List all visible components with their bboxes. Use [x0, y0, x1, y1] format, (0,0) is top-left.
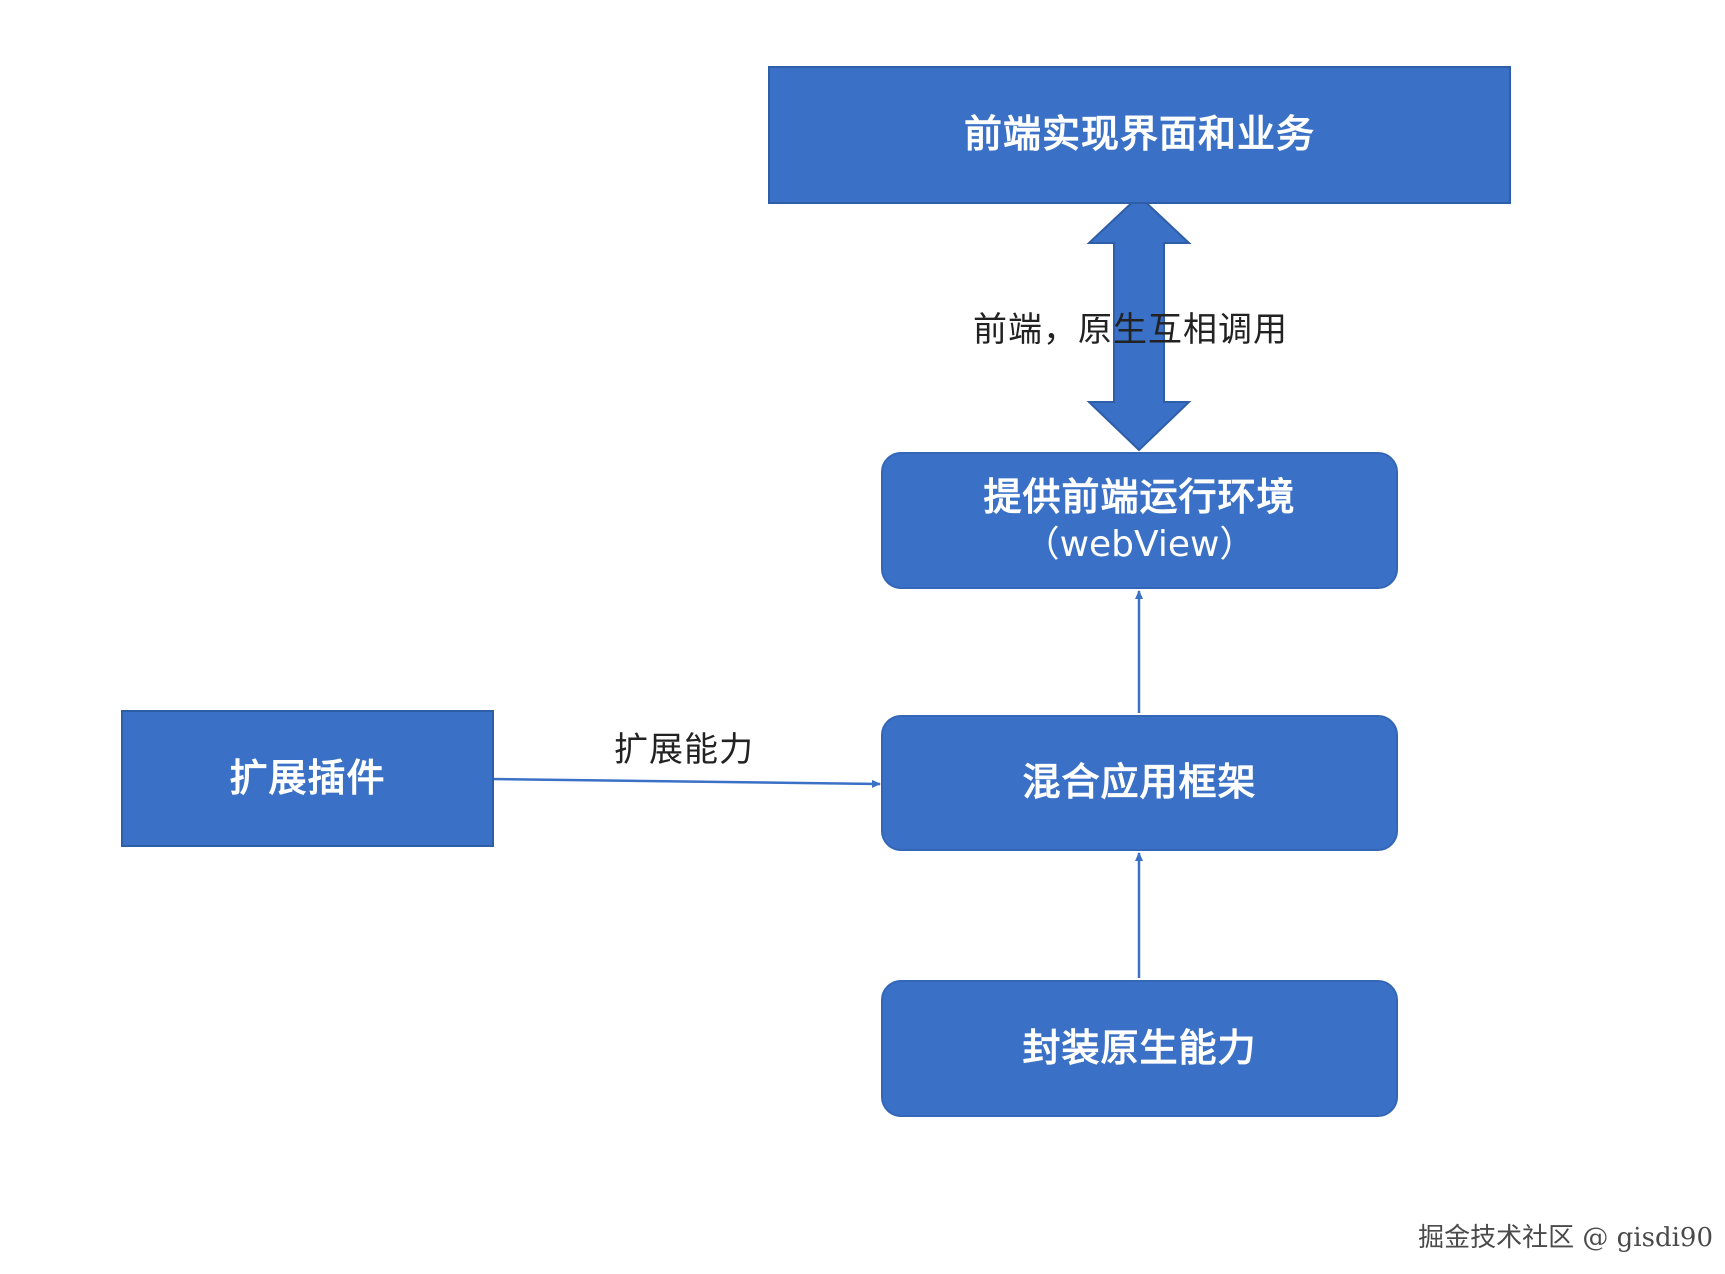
node-webview-env-label: 提供前端运行环境 — [983, 475, 1296, 520]
node-extension-plugin: 扩展插件 — [121, 710, 494, 847]
watermark: 掘金技术社区 @ gisdi90 — [1418, 1223, 1713, 1253]
node-hybrid-framework: 混合应用框架 — [881, 715, 1398, 851]
node-webview-env-sublabel: （webView） — [1023, 523, 1256, 565]
node-extension-plugin-label: 扩展插件 — [229, 755, 386, 800]
node-hybrid-framework-label: 混合应用框架 — [1022, 760, 1257, 805]
edge-label-extend-capability: 扩展能力 — [614, 730, 754, 770]
node-native-wrapper-label: 封装原生能力 — [1022, 1025, 1257, 1070]
node-webview-env: 提供前端运行环境 （webView） — [881, 452, 1398, 589]
edge-label-bidirectional-call: 前端，原生互相调用 — [973, 310, 1288, 350]
node-native-wrapper: 封装原生能力 — [881, 980, 1398, 1117]
node-frontend-ui: 前端实现界面和业务 — [768, 66, 1511, 204]
bidirectional-block-arrow — [1086, 194, 1192, 452]
node-frontend-ui-label: 前端实现界面和业务 — [963, 112, 1315, 157]
arrow-plugin-to-framework — [491, 777, 881, 788]
